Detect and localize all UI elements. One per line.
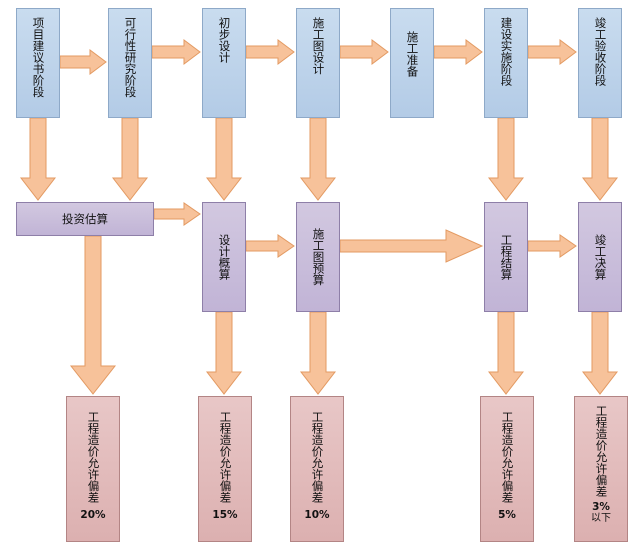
phase-box-completion: 竣工验收阶段 — [578, 8, 622, 118]
phase-box-feasibility: 可行性研究阶段 — [108, 8, 152, 118]
phase-box-proposal: 项目建议书阶段 — [16, 8, 60, 118]
estimate-label-settlement: 工程结算 — [499, 234, 514, 280]
deviation-box-final-accounts: 工程造价允许偏差 3% 以下 — [574, 396, 628, 542]
arrow-down-phase-1-estimate — [19, 117, 57, 201]
arrow-down-estimate-4-deviation — [487, 311, 525, 395]
deviation-box-drawing-budget: 工程造价允许偏差 10% — [290, 396, 344, 542]
estimate-label-design: 设计概算 — [217, 234, 232, 280]
estimate-label-final-accounts: 竣工决算 — [593, 234, 608, 280]
arrow-right-estimate-4-5 — [527, 234, 577, 258]
deviation-box-settlement: 工程造价允许偏差 5% — [480, 396, 534, 542]
arrow-right-estimate-3-4 — [339, 229, 484, 263]
arrow-down-phase-3-estimate — [205, 117, 243, 201]
phase-label-construction-drawing: 施工图设计 — [311, 17, 326, 75]
phase-label-completion: 竣工验收阶段 — [593, 17, 608, 86]
deviation-value: 15% — [212, 509, 238, 521]
phase-label-preliminary-design: 初步设计 — [217, 17, 232, 63]
arrow-down-estimate-5-deviation — [581, 311, 619, 395]
arrow-down-estimate-2-deviation — [205, 311, 243, 395]
phase-box-implementation: 建设实施阶段 — [484, 8, 528, 118]
arrow-right-phase-1-2 — [59, 49, 107, 75]
arrow-right-phase-6-7 — [527, 39, 577, 65]
deviation-label: 工程造价允许偏差 — [86, 411, 101, 503]
arrow-right-phase-3-4 — [245, 39, 295, 65]
deviation-box-investment: 工程造价允许偏差 20% — [66, 396, 120, 542]
arrow-right-phase-4-5 — [339, 39, 389, 65]
deviation-value: 20% — [80, 509, 106, 521]
deviation-value: 10% — [304, 509, 330, 521]
arrow-down-estimate-3-deviation — [299, 311, 337, 395]
deviation-label: 工程造价允许偏差 — [310, 411, 325, 503]
phase-box-construction-drawing: 施工图设计 — [296, 8, 340, 118]
deviation-label: 工程造价允许偏差 — [218, 411, 233, 503]
arrow-right-phase-2-3 — [151, 39, 201, 65]
arrow-right-estimate-1-2 — [153, 202, 201, 226]
deviation-label: 工程造价允许偏差 — [594, 405, 609, 497]
phase-label-feasibility: 可行性研究阶段 — [123, 17, 138, 98]
estimate-label-drawing-budget: 施工图预算 — [311, 228, 326, 286]
deviation-note: 以下 — [591, 513, 611, 524]
arrow-down-phase-2-estimate — [111, 117, 149, 201]
phase-label-implementation: 建设实施阶段 — [499, 17, 514, 86]
deviation-value: 3% — [592, 501, 610, 513]
arrow-down-phase-6-estimate — [487, 117, 525, 201]
arrow-right-phase-5-6 — [433, 39, 483, 65]
estimate-box-investment: 投资估算 — [16, 202, 154, 236]
estimate-box-final-accounts: 竣工决算 — [578, 202, 622, 312]
arrow-down-phase-4-estimate — [299, 117, 337, 201]
deviation-box-design: 工程造价允许偏差 15% — [198, 396, 252, 542]
arrow-down-phase-7-estimate — [581, 117, 619, 201]
estimate-box-drawing-budget: 施工图预算 — [296, 202, 340, 312]
phase-box-construction-prep: 施工准备 — [390, 8, 434, 118]
arrow-right-estimate-2-3 — [245, 234, 295, 258]
estimate-box-design: 设计概算 — [202, 202, 246, 312]
phase-label-proposal: 项目建议书阶段 — [31, 17, 46, 98]
estimate-label-investment: 投资估算 — [62, 212, 108, 226]
phase-label-construction-prep: 施工准备 — [405, 31, 420, 77]
estimate-box-settlement: 工程结算 — [484, 202, 528, 312]
phase-box-preliminary-design: 初步设计 — [202, 8, 246, 118]
deviation-label: 工程造价允许偏差 — [500, 411, 515, 503]
arrow-down-estimate-1-deviation — [69, 235, 117, 395]
deviation-value: 5% — [498, 509, 516, 521]
